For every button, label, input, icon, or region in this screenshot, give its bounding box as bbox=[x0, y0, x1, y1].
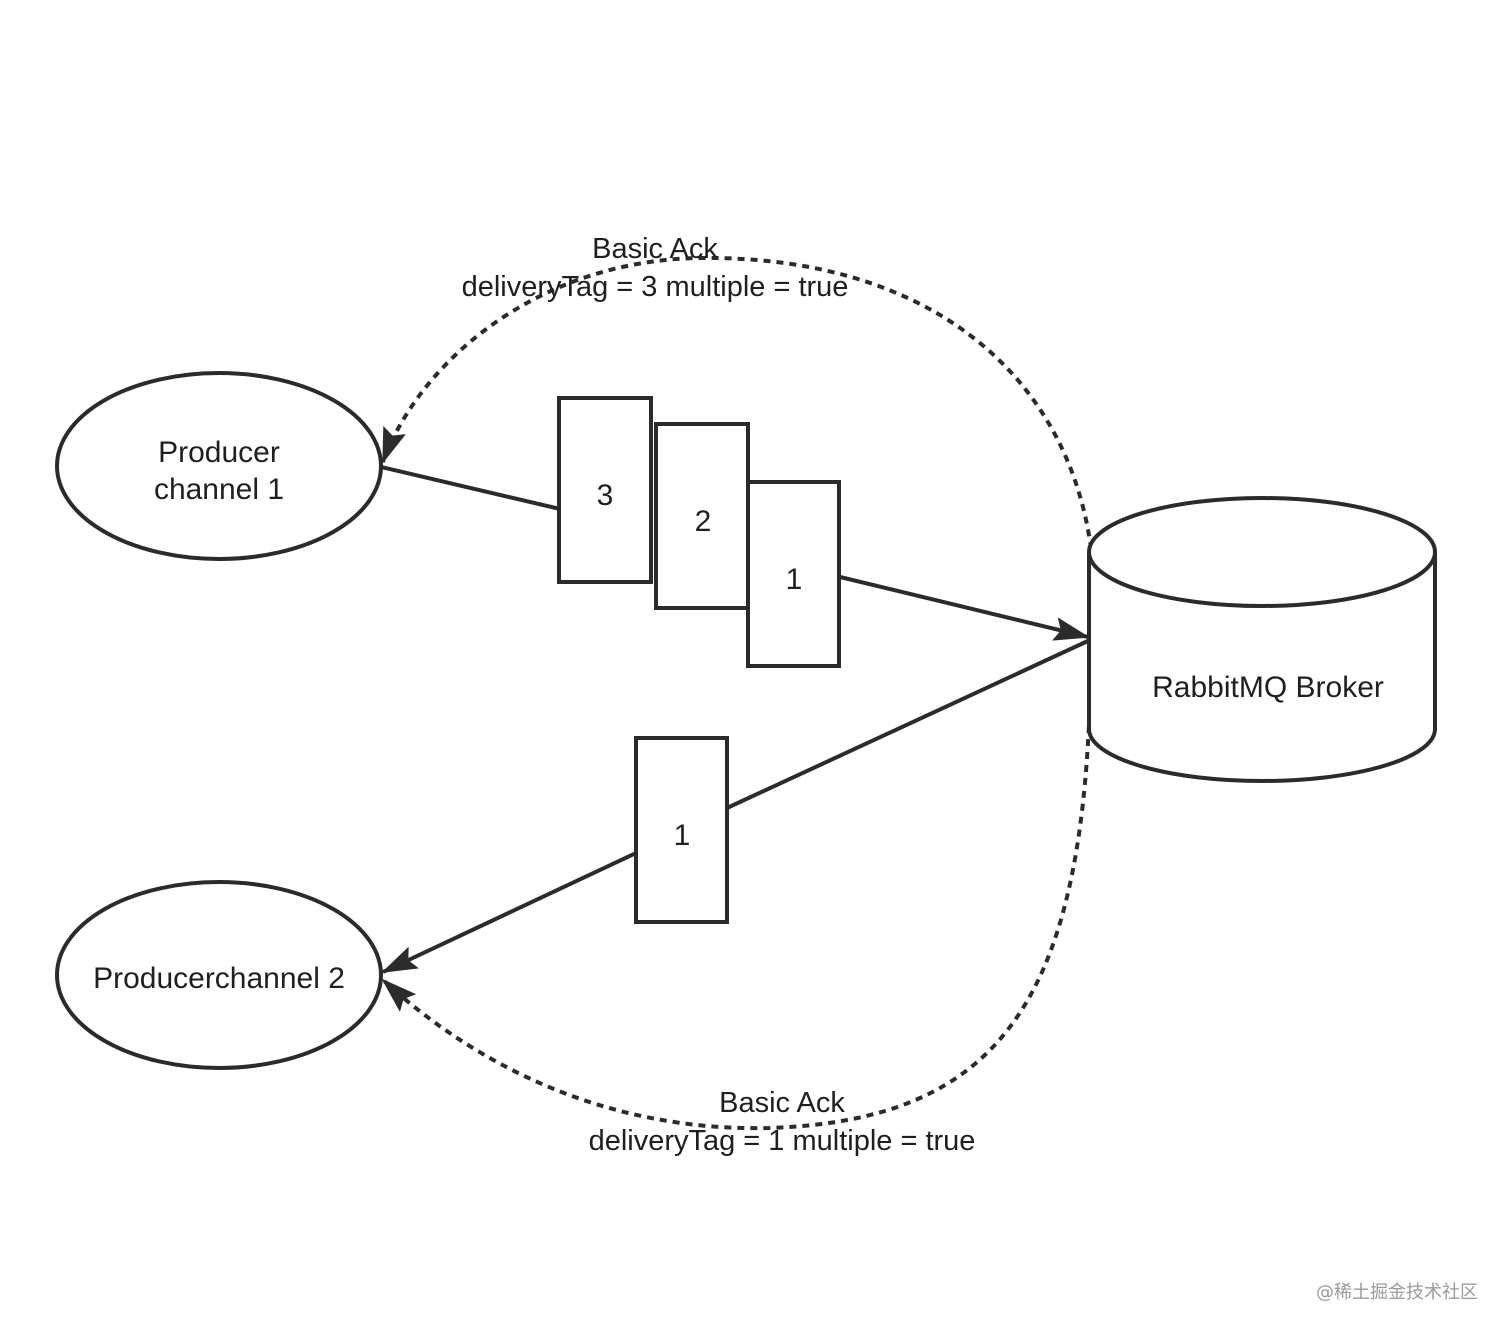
broker-cylinder-top bbox=[1087, 496, 1437, 608]
channel2-message-box-1 bbox=[634, 736, 729, 924]
producer-channel-2-label: Producerchannel 2 bbox=[93, 962, 345, 995]
producer-channel-1-ellipse bbox=[55, 371, 383, 561]
producer-channel-1-label-line2: channel 1 bbox=[154, 473, 284, 506]
ack-top-label-line2: deliveryTag = 3 multiple = true bbox=[462, 271, 849, 303]
message-box-2-label: 2 bbox=[695, 505, 712, 538]
producer-channel-2-ellipse bbox=[55, 880, 383, 1070]
channel2-message-stack: 1 bbox=[634, 736, 729, 924]
broker-cylinder-body bbox=[1087, 552, 1437, 783]
message-box-1 bbox=[746, 480, 841, 668]
channel1-message-stack: 3 2 1 bbox=[557, 396, 841, 668]
ack-top-label: Basic Ack deliveryTag = 3 multiple = tru… bbox=[462, 233, 849, 303]
ack-bottom-label: Basic Ack deliveryTag = 1 multiple = tru… bbox=[589, 1087, 976, 1157]
producer-channel-1-label-line1: Producer bbox=[158, 436, 280, 469]
rabbitmq-broker-node: RabbitMQ Broker bbox=[1087, 496, 1437, 783]
ack-top-label-line1: Basic Ack bbox=[592, 233, 718, 265]
watermark-text: @稀土掘金技术社区 bbox=[1316, 1282, 1478, 1303]
producer-channel-1-node: Producer channel 1 bbox=[55, 371, 383, 561]
message-box-3 bbox=[557, 396, 653, 584]
message-box-1-label: 1 bbox=[786, 563, 803, 596]
ack-bottom-label-line2: deliveryTag = 1 multiple = true bbox=[589, 1125, 976, 1157]
broker-to-msg-line bbox=[726, 638, 1091, 810]
ack-top-curve bbox=[381, 255, 1098, 641]
ack-bottom-label-line1: Basic Ack bbox=[719, 1087, 845, 1119]
channel2-message-box-1-label: 1 bbox=[674, 819, 691, 852]
broker-label: RabbitMQ Broker bbox=[1152, 671, 1384, 704]
message-box-3-label: 3 bbox=[597, 479, 614, 512]
msg-to-channel2-arrow bbox=[381, 851, 637, 974]
channel1-to-msg3-line bbox=[380, 465, 561, 511]
producer-channel-2-node: Producerchannel 2 bbox=[55, 880, 383, 1070]
message-box-2 bbox=[654, 422, 750, 610]
ack-bottom-curve bbox=[381, 699, 1092, 1131]
msg1-to-broker-arrow bbox=[839, 575, 1090, 641]
